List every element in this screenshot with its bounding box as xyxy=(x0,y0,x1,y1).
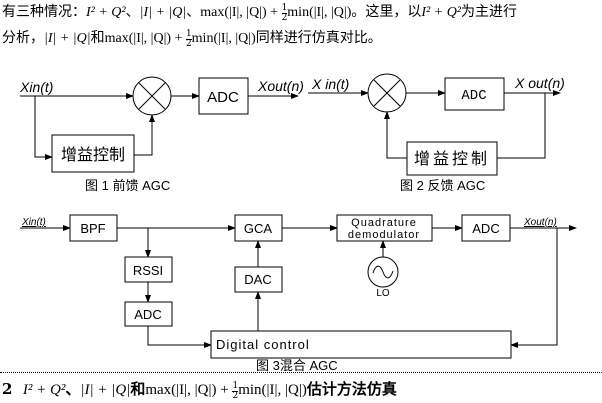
fig3-digital-label: Digital control xyxy=(216,337,310,352)
separator: 、 xyxy=(65,380,81,398)
section-number: 2 xyxy=(2,380,13,398)
fig2-gain-box xyxy=(406,141,498,176)
expr-max: max(|I|, |Q|) + xyxy=(200,5,282,20)
figure-1-feedforward-agc: Xin(t) ADC Xout(n) 增益控制 图 1 前馈 AGC xyxy=(19,76,304,193)
separator: 、 xyxy=(125,4,140,20)
frac-num: 1 xyxy=(281,3,288,14)
lo-oscillator-icon xyxy=(367,256,399,288)
fig3-feedback-line xyxy=(510,228,558,348)
fig2-feedback-line xyxy=(497,93,546,159)
expr-min: min(|I|, |Q|) xyxy=(191,31,256,46)
expr-i2-q2: I² + Q² xyxy=(86,5,126,20)
figure-3-hybrid-agc: Xin(t) BPF RSSI ADC GCA DAC Quadrature d… xyxy=(20,214,577,373)
fig3-quad-label-2: demodulator xyxy=(348,229,420,241)
fig3-caption: 图 3混合 AGC xyxy=(256,358,338,373)
expr-abs-sum: |I| + |Q| xyxy=(44,31,91,46)
frac-den: 2 xyxy=(281,13,288,23)
intro-text: 和 xyxy=(90,30,105,46)
fig3-dac-box xyxy=(234,266,283,293)
fig3-adc-to-digital xyxy=(147,326,212,348)
fig2-gain-label: 增益控制 xyxy=(414,150,490,168)
fig3-adc2-label: ADC xyxy=(472,221,499,236)
fig1-adc-box xyxy=(198,77,249,115)
fig3-quad-box xyxy=(336,214,433,242)
fig1-input-label: Xin(t) xyxy=(19,79,53,95)
fig1-gain-label: 增益控制 xyxy=(61,146,125,164)
fig2-output-label: X out(n) xyxy=(514,75,565,91)
fig3-adc1-label: ADC xyxy=(134,307,161,322)
intro-text: 为主进行 xyxy=(461,4,518,20)
expr-max: max(|I|, |Q|) + xyxy=(145,382,233,398)
fig1-output-label: Xout(n) xyxy=(257,78,304,94)
fig3-bpf-label: BPF xyxy=(80,221,105,236)
fig3-bpf-box xyxy=(69,214,118,242)
fig3-digital-control-box xyxy=(210,330,512,359)
fig3-adc1-box xyxy=(124,301,173,327)
expr-min: min(|I|, |Q|) xyxy=(287,5,352,20)
fig1-multiplier-icon xyxy=(132,76,172,116)
intro-text: 同样进行仿真对比。 xyxy=(255,30,382,46)
fig2-adc-label: ADC xyxy=(461,88,486,104)
fig2-gain-to-mult xyxy=(384,111,407,159)
frac-den: 2 xyxy=(185,39,192,49)
fig2-caption: 图 2 反馈 AGC xyxy=(400,178,485,193)
expr-min: min(|I|, |Q|) xyxy=(238,382,307,398)
fig3-output-label: Xout(n) xyxy=(523,217,557,228)
fig2-input-label: X in(t) xyxy=(311,76,349,92)
expr-max: max(|I|, |Q|) + xyxy=(104,31,186,46)
fig2-adc-box xyxy=(444,77,505,111)
expr-abs-sum: |I| + |Q| xyxy=(139,5,187,20)
fig1-gain-box xyxy=(51,134,135,173)
expr-i2-q2: I² + Q² xyxy=(421,5,462,20)
intro-line-1: 有三种情况：I² + Q²、|I| + |Q|、max(|I|, |Q|) + … xyxy=(2,2,517,23)
frac-num: 1 xyxy=(185,29,192,40)
heading-text: 和 xyxy=(130,380,146,398)
frac-num: 1 xyxy=(232,381,239,392)
fig1-gain-to-mult xyxy=(134,114,155,156)
expr-i2-q2: I² + Q² xyxy=(22,382,66,398)
separator: 、 xyxy=(186,4,201,20)
frac-den: 2 xyxy=(232,391,239,401)
section-divider xyxy=(0,372,602,373)
fig3-lo-label: LO xyxy=(376,288,390,299)
fig1-adc-label: ADC xyxy=(207,89,239,106)
intro-text: 。这里，以 xyxy=(351,4,422,20)
fig2-multiplier-icon xyxy=(367,73,407,113)
fig1-caption: 图 1 前馈 AGC xyxy=(85,178,170,193)
fig3-input-label: Xin(t) xyxy=(21,217,46,228)
fig3-quad-label-1: Quadrature xyxy=(351,217,417,229)
fig1-branch-line xyxy=(34,96,53,160)
heading-text: 估计方法仿真 xyxy=(306,380,397,398)
expr-abs-sum: |I| + |Q| xyxy=(80,382,131,398)
figure-2-feedback-agc: X in(t) ADC X out(n) 增益控制 图 2 反馈 AGC xyxy=(308,73,565,193)
fig3-rssi-label: RSSI xyxy=(133,263,163,278)
intro-text: 分析， xyxy=(2,30,44,46)
intro-text: 有三种情况： xyxy=(2,4,86,20)
fig3-gca-label: GCA xyxy=(244,221,273,236)
fig3-dac-label: DAC xyxy=(244,272,271,287)
